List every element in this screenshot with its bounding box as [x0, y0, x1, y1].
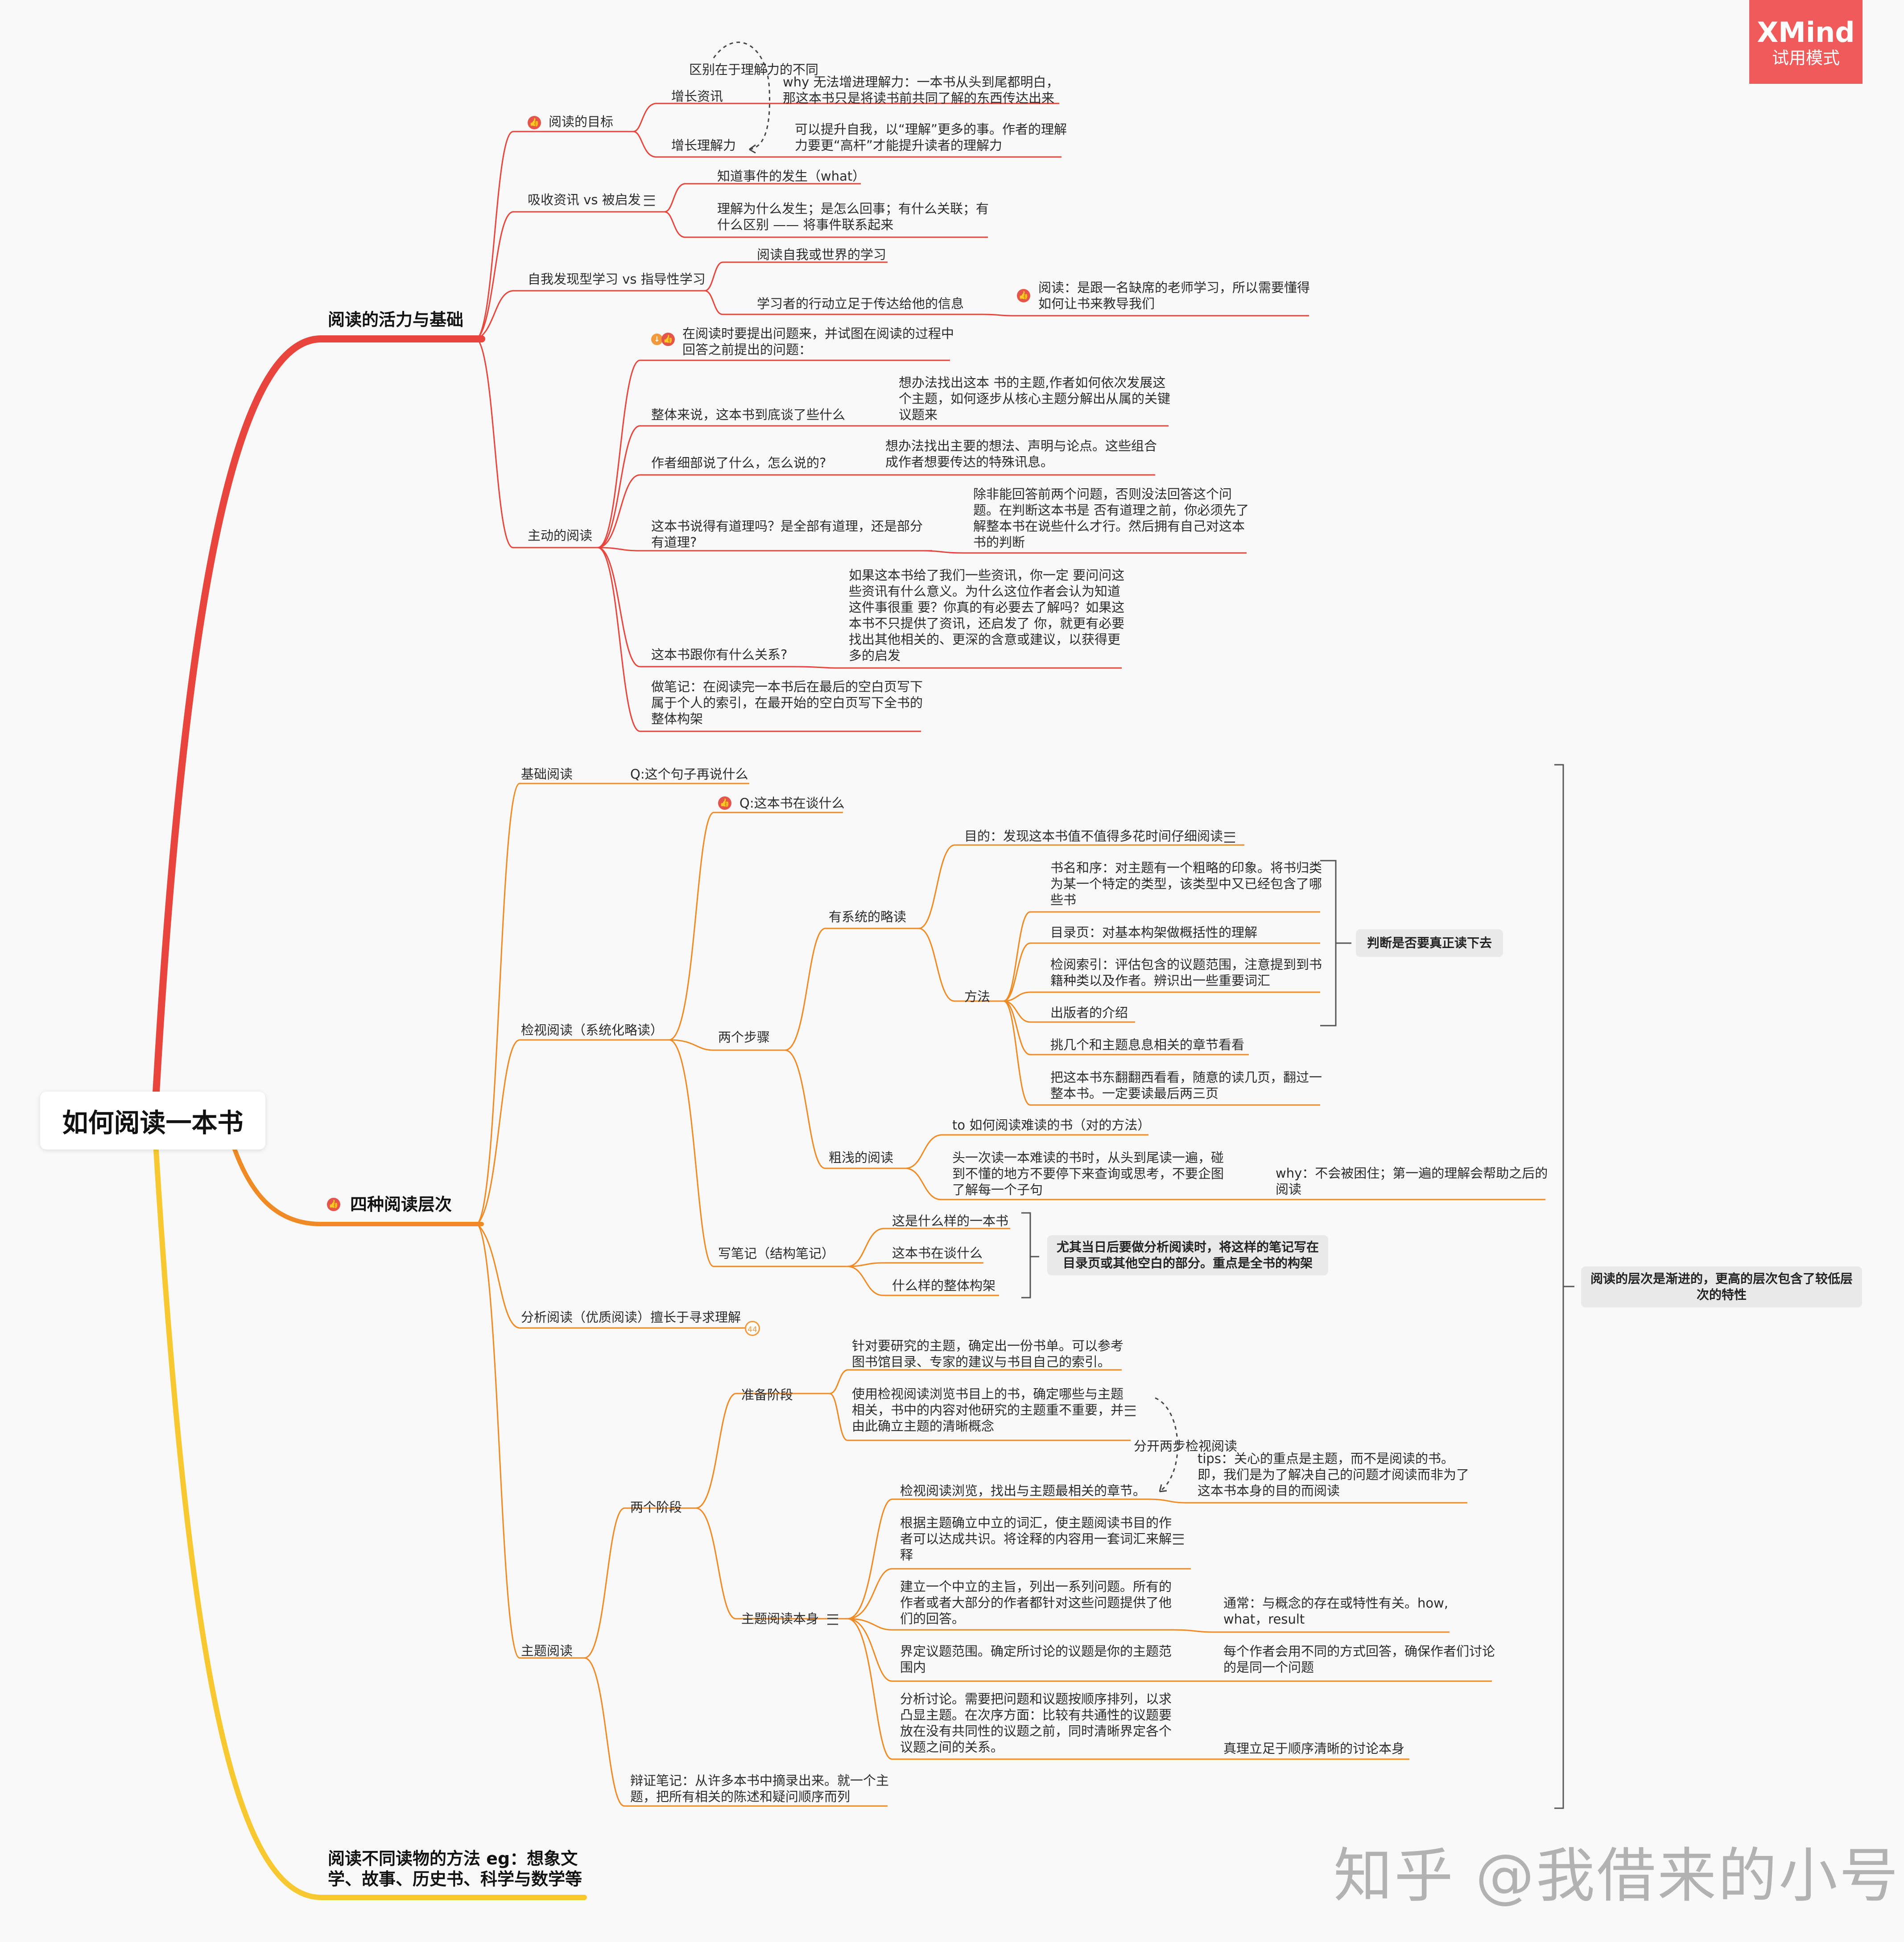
- topic-know-why[interactable]: 理解为什么发生；是怎么回事；有什么关联；有 什么区别 —— 将事件联系起来: [717, 201, 989, 232]
- topic-systematic-skim[interactable]: 有系统的略读: [829, 909, 907, 924]
- topic-find-chapters[interactable]: 检视阅读浏览，找出与主题最相关的章节。: [900, 1483, 1146, 1498]
- topic-ask-questions[interactable]: 在阅读时要提出问题来，并试图在阅读的过程中 回答之前提出的问题：: [682, 326, 954, 357]
- topic-analyze-discussion[interactable]: 分析讨论。需要把问题和议题按顺序排列，以求 凸显主题。在次序方面：比较有共通性的…: [900, 1691, 1172, 1755]
- topic-method-flip[interactable]: 把这本书东翻翻西看看，随意的读几页，翻过一 整本书。一定要读最后两三页: [1050, 1070, 1322, 1101]
- topic-read-through[interactable]: 头一次读一本难读的书时，从头到尾读一遍，碰 到不懂的地方不要停下来查询或思考，不…: [952, 1150, 1224, 1197]
- topic-reading-goal[interactable]: 阅读的目标: [549, 114, 614, 129]
- topic-method-title-preface[interactable]: 书名和序：对主题有一个粗略的印象。将书归类 为某一个特定的类型，该类型中又已经包…: [1050, 860, 1322, 907]
- summary-levels-progressive[interactable]: 阅读的层次是渐进的，更高的层次包含了较低层 次的特性: [1581, 1266, 1862, 1307]
- notes-icon[interactable]: [644, 195, 655, 206]
- topic-absorb-vs-inspire[interactable]: 吸收资讯 vs 被启发: [528, 192, 641, 207]
- comment-count-badge[interactable]: 44: [745, 1321, 760, 1336]
- topic-method-index[interactable]: 检阅索引：评估包含的议题范围，注意提到到书 籍种类以及作者。辨识出一些重要词汇: [1050, 957, 1322, 988]
- root-topic[interactable]: 如何阅读一本书: [40, 1092, 265, 1150]
- main-branch-2: [230, 1139, 484, 1226]
- thumbs-up-icon: 👍: [661, 333, 675, 346]
- topic-question-1[interactable]: 整体来说，这本书到底谈了些什么: [651, 407, 846, 422]
- topic-know-what[interactable]: 知道事件的发生（what）: [717, 169, 866, 184]
- topic-inspectional-reading[interactable]: 检视阅读（系统化略读）: [521, 1023, 664, 1038]
- topic-analyze-discussion-note[interactable]: 真理立足于顺序清晰的讨论本身: [1223, 1741, 1405, 1756]
- notes-icon[interactable]: [1173, 1534, 1184, 1545]
- topic-neutral-propositions[interactable]: 建立一个中立的主旨，列出一系列问题。所有的 作者或者大部分的作者都针对这些问题提…: [900, 1579, 1172, 1626]
- topic-question-2-note[interactable]: 想办法找出主要的想法、声明与论点。这些组合 成作者想要传达的特殊讯息。: [885, 438, 1157, 470]
- main-branch-1: [153, 335, 485, 1096]
- summary-decide-read[interactable]: 判断是否要真正读下去: [1356, 929, 1503, 957]
- topic-increase-understanding[interactable]: 增长理解力: [671, 138, 736, 153]
- topic-guided-note[interactable]: 阅读：是跟一名缺席的老师学习，所以需要懂得 如何让书来教导我们: [1038, 280, 1310, 311]
- topic-two-phases[interactable]: 两个阶段: [630, 1500, 682, 1515]
- topic-basic-question[interactable]: Q:这个句子再说什么: [630, 767, 748, 782]
- topic-define-issues[interactable]: 界定议题范围。确定所讨论的议题是你的主题范 围内: [900, 1644, 1172, 1675]
- topic-superficial-reading[interactable]: 粗浅的阅读: [829, 1150, 894, 1165]
- thumbs-up-icon: 👍: [1017, 289, 1030, 302]
- topic-guided-learning[interactable]: 学习者的行动立足于传达给他的信息: [757, 296, 964, 311]
- thumbs-up-icon: 👍: [327, 1198, 340, 1211]
- topic-syntopical-itself[interactable]: 主题阅读本身: [741, 1611, 819, 1626]
- topic-inspect-question[interactable]: Q:这本书在谈什么: [739, 796, 845, 811]
- priority-icon: ↓: [651, 334, 663, 345]
- xmind-mode-text: 试用模式: [1772, 48, 1840, 68]
- summary-notes-placement[interactable]: 尤其当日后要做分析阅读时，将这样的笔记写在 目录页或其他空白的部分。重点是全书的…: [1047, 1235, 1328, 1275]
- topic-method-toc[interactable]: 目录页：对基本构架做概括性的理解: [1050, 925, 1258, 940]
- topic-neutral-terms[interactable]: 根据主题确立中立的词汇，使主题阅读书目的作 者可以达成共识。将诠释的内容用一套词…: [900, 1515, 1172, 1563]
- topic-question-4[interactable]: 这本书跟你有什么关系?: [651, 647, 788, 662]
- thumbs-up-icon: 👍: [528, 116, 541, 129]
- main-branch-3: [153, 1148, 587, 1900]
- topic-syntopical-reading[interactable]: 主题阅读: [521, 1643, 573, 1658]
- topic-question-3-note[interactable]: 除非能回答前两个问题，否则没法回答这个问 题。在判断这本书是 否有道理之前，你必…: [973, 487, 1249, 550]
- topic-method-chapters[interactable]: 挑几个和主题息息相关的章节看看: [1050, 1037, 1245, 1052]
- topic-two-steps[interactable]: 两个步骤: [718, 1030, 770, 1045]
- topic-active-reading[interactable]: 主动的阅读: [528, 528, 593, 543]
- topic-define-issues-note[interactable]: 每个作者会用不同的方式回答，确保作者们讨论 的是同一个问题: [1223, 1644, 1495, 1675]
- topic-prep-inspect[interactable]: 使用检视阅读浏览书目上的书，确定哪些与主题 相关，书中的内容对他研究的主题重不重…: [852, 1386, 1124, 1434]
- topic-hard-book[interactable]: to 如何阅读难读的书（对的方法）: [952, 1117, 1151, 1133]
- relation-label[interactable]: 区别在于理解力的不同: [689, 62, 819, 77]
- topic-question-2[interactable]: 作者细部说了什么，怎么说的?: [651, 455, 826, 470]
- topic-find-chapters-tip[interactable]: tips：关心的重点是主题，而不是阅读的书。 即，我们是为了解决自己的问题才阅读…: [1198, 1451, 1470, 1498]
- topic-propositions-note[interactable]: 通常：与概念的存在或特性有关。how, what，result: [1223, 1596, 1449, 1627]
- xmind-trial-badge[interactable]: XMind 试用模式: [1749, 0, 1863, 84]
- topic-structure-notes[interactable]: 写笔记（结构笔记）: [718, 1246, 835, 1261]
- notes-icon[interactable]: [1224, 832, 1235, 843]
- topic-self-learning[interactable]: 阅读自我或世界的学习: [757, 247, 887, 262]
- relation-two-step-inspect[interactable]: 分开两步检视阅读: [1134, 1439, 1238, 1454]
- topic-discover-vs-guided[interactable]: 自我发现型学习 vs 指导性学习: [528, 272, 706, 287]
- thumbs-up-icon: 👍: [718, 796, 731, 810]
- topic-increase-info[interactable]: 增长资讯: [671, 89, 723, 104]
- xmind-logo-text: XMind: [1757, 16, 1855, 49]
- topic-question-3[interactable]: 这本书说得有道理吗？是全部有道理，还是部分 有道理?: [651, 519, 923, 550]
- topic-analytical-reading[interactable]: 分析阅读（优质阅读）擅长于寻求理解: [521, 1310, 741, 1325]
- topic-method-publisher[interactable]: 出版者的介绍: [1050, 1005, 1128, 1020]
- topic-what-book-about[interactable]: 这本书在谈什么: [892, 1245, 983, 1261]
- topic-read-through-why[interactable]: why：不会被困住；第一遍的理解会帮助之后的 阅读: [1276, 1166, 1548, 1197]
- topic-skim-purpose[interactable]: 目的：发现这本书值不值得多花时间仔细阅读: [964, 829, 1223, 844]
- topic-what-kind-of-book[interactable]: 这是什么样的一本书: [892, 1213, 1009, 1229]
- topic-understanding-note[interactable]: 可以提升自我，以“理解”更多的事。作者的理解 力要更“高杆”才能提升读者的理解力: [795, 122, 1067, 153]
- watermark-text: 知乎 @我借来的小号: [1334, 1842, 1900, 1910]
- topic-info-why[interactable]: why 无法增进理解力：一本书从头到尾都明白， 那这本书只是将读书前共同了解的东…: [783, 74, 1059, 106]
- topic-question-4-note[interactable]: 如果这本书给了我们一些资讯，你一定 要问问这 些资讯有什么意义。为什么这位作者会…: [849, 568, 1125, 663]
- notes-icon[interactable]: [1125, 1406, 1136, 1416]
- branch-topic-vitality[interactable]: 阅读的活力与基础: [328, 310, 464, 330]
- topic-prep-phase[interactable]: 准备阶段: [741, 1387, 793, 1402]
- branch-topic-different-readings[interactable]: 阅读不同读物的方法 eg：想象文 学、故事、历史书、科学与数学等: [328, 1849, 582, 1889]
- topic-dialectical-notes[interactable]: 辩证笔记：从许多本书中摘录出来。就一个主 题，把所有相关的陈述和疑问顺序而列: [630, 1773, 889, 1804]
- branch-topic-four-levels[interactable]: 四种阅读层次: [350, 1195, 452, 1214]
- topic-overall-structure[interactable]: 什么样的整体构架: [892, 1278, 996, 1293]
- topic-basic-reading[interactable]: 基础阅读: [521, 767, 573, 782]
- topic-prep-booklist[interactable]: 针对要研究的主题，确定出一份书单。可以参考 图书馆目录、专家的建议与书目自己的索…: [852, 1338, 1124, 1369]
- topic-take-notes[interactable]: 做笔记：在阅读完一本书后在最后的空白页写下 属于个人的索引，在最开始的空白页写下…: [651, 679, 923, 726]
- topic-question-1-note[interactable]: 想办法找出这本 书的主题,作者如何依次发展这 个主题，如何逐步从核心主题分解出从…: [899, 375, 1171, 422]
- topic-skim-method[interactable]: 方法: [964, 989, 991, 1004]
- notes-icon[interactable]: [827, 1614, 838, 1625]
